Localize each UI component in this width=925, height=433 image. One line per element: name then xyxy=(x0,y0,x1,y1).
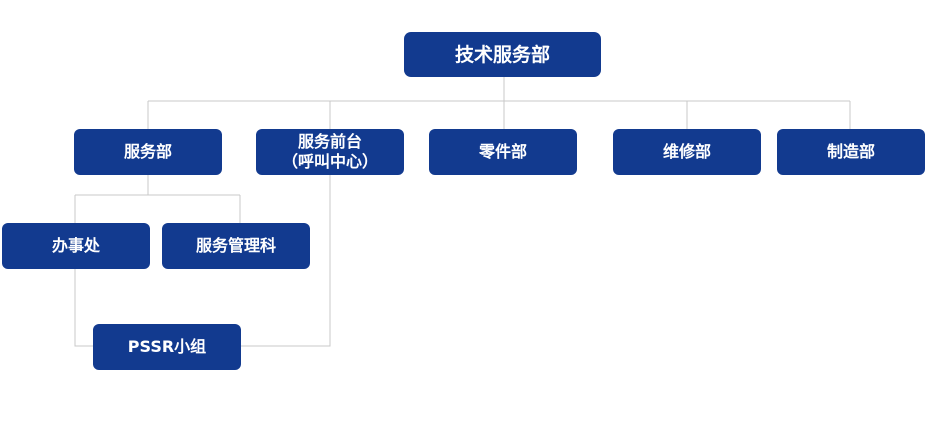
node-repair-dept: 维修部 xyxy=(613,129,761,175)
connector-office-pssr xyxy=(74,269,93,347)
node-manufacturing-dept: 制造部 xyxy=(777,129,925,175)
node-service-dept: 服务部 xyxy=(74,129,222,175)
node-office: 办事处 xyxy=(2,223,150,269)
node-pssr-team: PSSR小组 xyxy=(93,324,241,370)
node-parts-dept: 零件部 xyxy=(429,129,577,175)
node-service-management: 服务管理科 xyxy=(162,223,310,269)
node-front-desk-call-center: 服务前台 （呼叫中心） xyxy=(256,129,404,175)
connector-frontdesk-pssr xyxy=(241,175,331,347)
node-tech-service-dept: 技术服务部 xyxy=(404,32,601,77)
